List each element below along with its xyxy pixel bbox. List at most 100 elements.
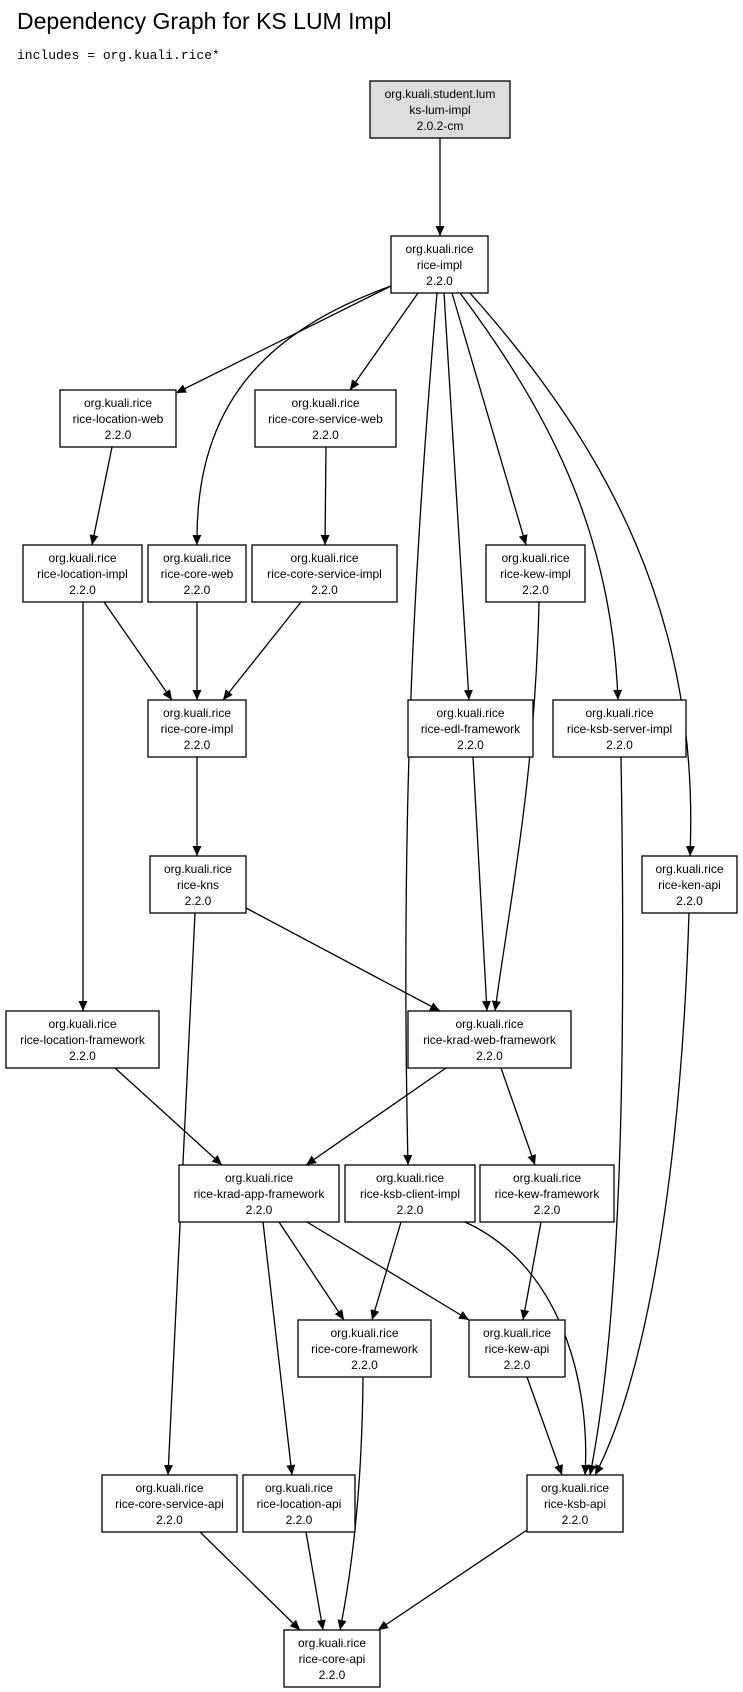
edge-rice-impl-to-rice-ken-api [469, 292, 695, 857]
page-subtitle: includes = org.kuali.rice* [17, 48, 220, 63]
node-box [390, 235, 489, 294]
node-box [407, 1010, 572, 1069]
node-artifact-label: rice-location-framework [20, 1033, 146, 1047]
node-group-label: org.kuali.rice [483, 1326, 551, 1340]
node-rice-kew-api: org.kuali.rice rice-kew-api 2.2.0 [468, 1319, 566, 1378]
node-rice-core-service-impl: org.kuali.rice rice-core-service-impl 2.2.… [251, 544, 398, 603]
edge-rice-location-framework-to-rice-krad-app-framework [114, 1067, 223, 1166]
edge-rice-impl-to-rice-ksb-client-impl [403, 292, 438, 1166]
edge-rice-ksb-client-impl-to-rice-core-framework [370, 1221, 402, 1321]
node-version-label: 2.2.0 [185, 894, 212, 908]
node-box [5, 1010, 160, 1069]
edge-rice-ksb-client-impl-to-rice-ksb-api [464, 1221, 591, 1476]
node-box [147, 699, 247, 758]
node-box [254, 389, 397, 448]
page-title: Dependency Graph for KS LUM Impl [17, 8, 392, 34]
node-artifact-label: rice-krad-web-framework [423, 1033, 557, 1047]
node-layer: org.kuali.student.lumks-lum-impl2.0.2-cm… [5, 80, 738, 1688]
node-rice-krad-app-framework: org.kuali.ricerice-krad-app-framework2.2… [178, 1164, 340, 1223]
node-version-label: 2.2.0 [426, 274, 453, 288]
node-artifact-label: rice-kew-api [485, 1342, 550, 1356]
edge-rice-impl-to-rice-kew-impl [451, 292, 528, 546]
node-version-label: 2.2.0 [534, 1203, 561, 1217]
node-group-label: org.kuali.rice [163, 551, 231, 565]
node-box [147, 544, 247, 603]
node-version-label: 2.2.0 [311, 583, 338, 597]
node-box [468, 1319, 566, 1378]
node-box [479, 1164, 615, 1223]
edge-rice-location-impl-to-rice-core-impl [103, 601, 173, 701]
node-group-label: org.kuali.rice [405, 242, 473, 256]
node-box [101, 1474, 238, 1533]
edge-rice-ken-api-to-rice-ksb-api [594, 912, 690, 1476]
node-box [485, 544, 586, 603]
node-box [242, 1474, 356, 1533]
edge-rice-kew-framework-to-rice-kew-api [520, 1221, 542, 1321]
node-artifact-label: rice-kew-framework [495, 1187, 601, 1201]
node-version-label: 2.2.0 [184, 583, 211, 597]
edge-rice-impl-to-rice-edl-framework [443, 292, 473, 701]
node-group-label: org.kuali.rice [48, 1017, 116, 1031]
node-version-label: 2.2.0 [312, 428, 339, 442]
node-artifact-label: rice-impl [417, 258, 462, 272]
node-group-label: org.kuali.rice [135, 1481, 203, 1495]
edge-rice-krad-app-framework-to-rice-kew-api [306, 1221, 470, 1321]
node-box [526, 1474, 624, 1533]
node-group-label: org.kuali.rice [513, 1171, 581, 1185]
node-artifact-label: rice-core-service-impl [267, 567, 382, 581]
edge-rice-ksb-server-impl-to-rice-ksb-api [587, 756, 624, 1476]
node-version-label: 2.2.0 [69, 583, 96, 597]
node-box [251, 544, 398, 603]
node-box [297, 1319, 432, 1378]
node-artifact-label: rice-ksb-client-impl [360, 1187, 460, 1201]
node-artifact-label: ks-lum-impl [409, 103, 470, 117]
node-version-label: 2.2.0 [351, 1358, 378, 1372]
node-group-label: org.kuali.student.lum [385, 87, 496, 101]
node-group-label: org.kuali.rice [291, 396, 359, 410]
node-rice-kew-framework: org.kuali.rice rice-kew-framework 2.2.0 [479, 1164, 615, 1223]
node-group-label: org.kuali.rice [655, 862, 723, 876]
node-group-label: org.kuali.rice [455, 1017, 523, 1031]
node-rice-krad-web-framework: org.kuali.ricerice-krad-web-framework2.2… [407, 1010, 572, 1069]
edge-rice-impl-to-rice-location-web [175, 285, 392, 394]
edge-rice-krad-app-framework-to-rice-core-framework [278, 1221, 345, 1321]
node-box [283, 1629, 381, 1688]
node-version-label: 2.2.0 [504, 1358, 531, 1372]
node-artifact-label: rice-core-impl [161, 722, 234, 736]
node-artifact-label: rice-ken-api [658, 878, 721, 892]
node-version-label: 2.2.0 [156, 1513, 183, 1527]
node-group-label: org.kuali.rice [84, 396, 152, 410]
node-artifact-label: rice-edl-framework [421, 722, 521, 736]
node-version-label: 2.2.0 [522, 583, 549, 597]
edge-rice-impl-to-rice-core-web [192, 285, 392, 546]
edge-rice-kew-impl-to-rice-krad-web-framework [491, 601, 540, 1012]
node-artifact-label: rice-ksb-server-impl [567, 722, 672, 736]
node-box [22, 544, 143, 603]
edge-rice-kew-api-to-rice-ksb-api [526, 1376, 563, 1476]
node-box [178, 1164, 340, 1223]
edge-rice-kns-to-rice-krad-web-framework [245, 907, 441, 1012]
node-version-label: 2.2.0 [184, 738, 211, 752]
edge-layer [78, 138, 695, 1631]
edge-rice-impl-to-rice-ksb-server-impl [459, 292, 623, 701]
node-version-label: 2.2.0 [606, 738, 633, 752]
node-group-label: org.kuali.rice [290, 551, 358, 565]
node-rice-location-framework: org.kuali.ricerice-location-framework2.2… [5, 1010, 160, 1069]
node-artifact-label: rice-core-framework [311, 1342, 419, 1356]
node-group-label: org.kuali.rice [225, 1171, 293, 1185]
